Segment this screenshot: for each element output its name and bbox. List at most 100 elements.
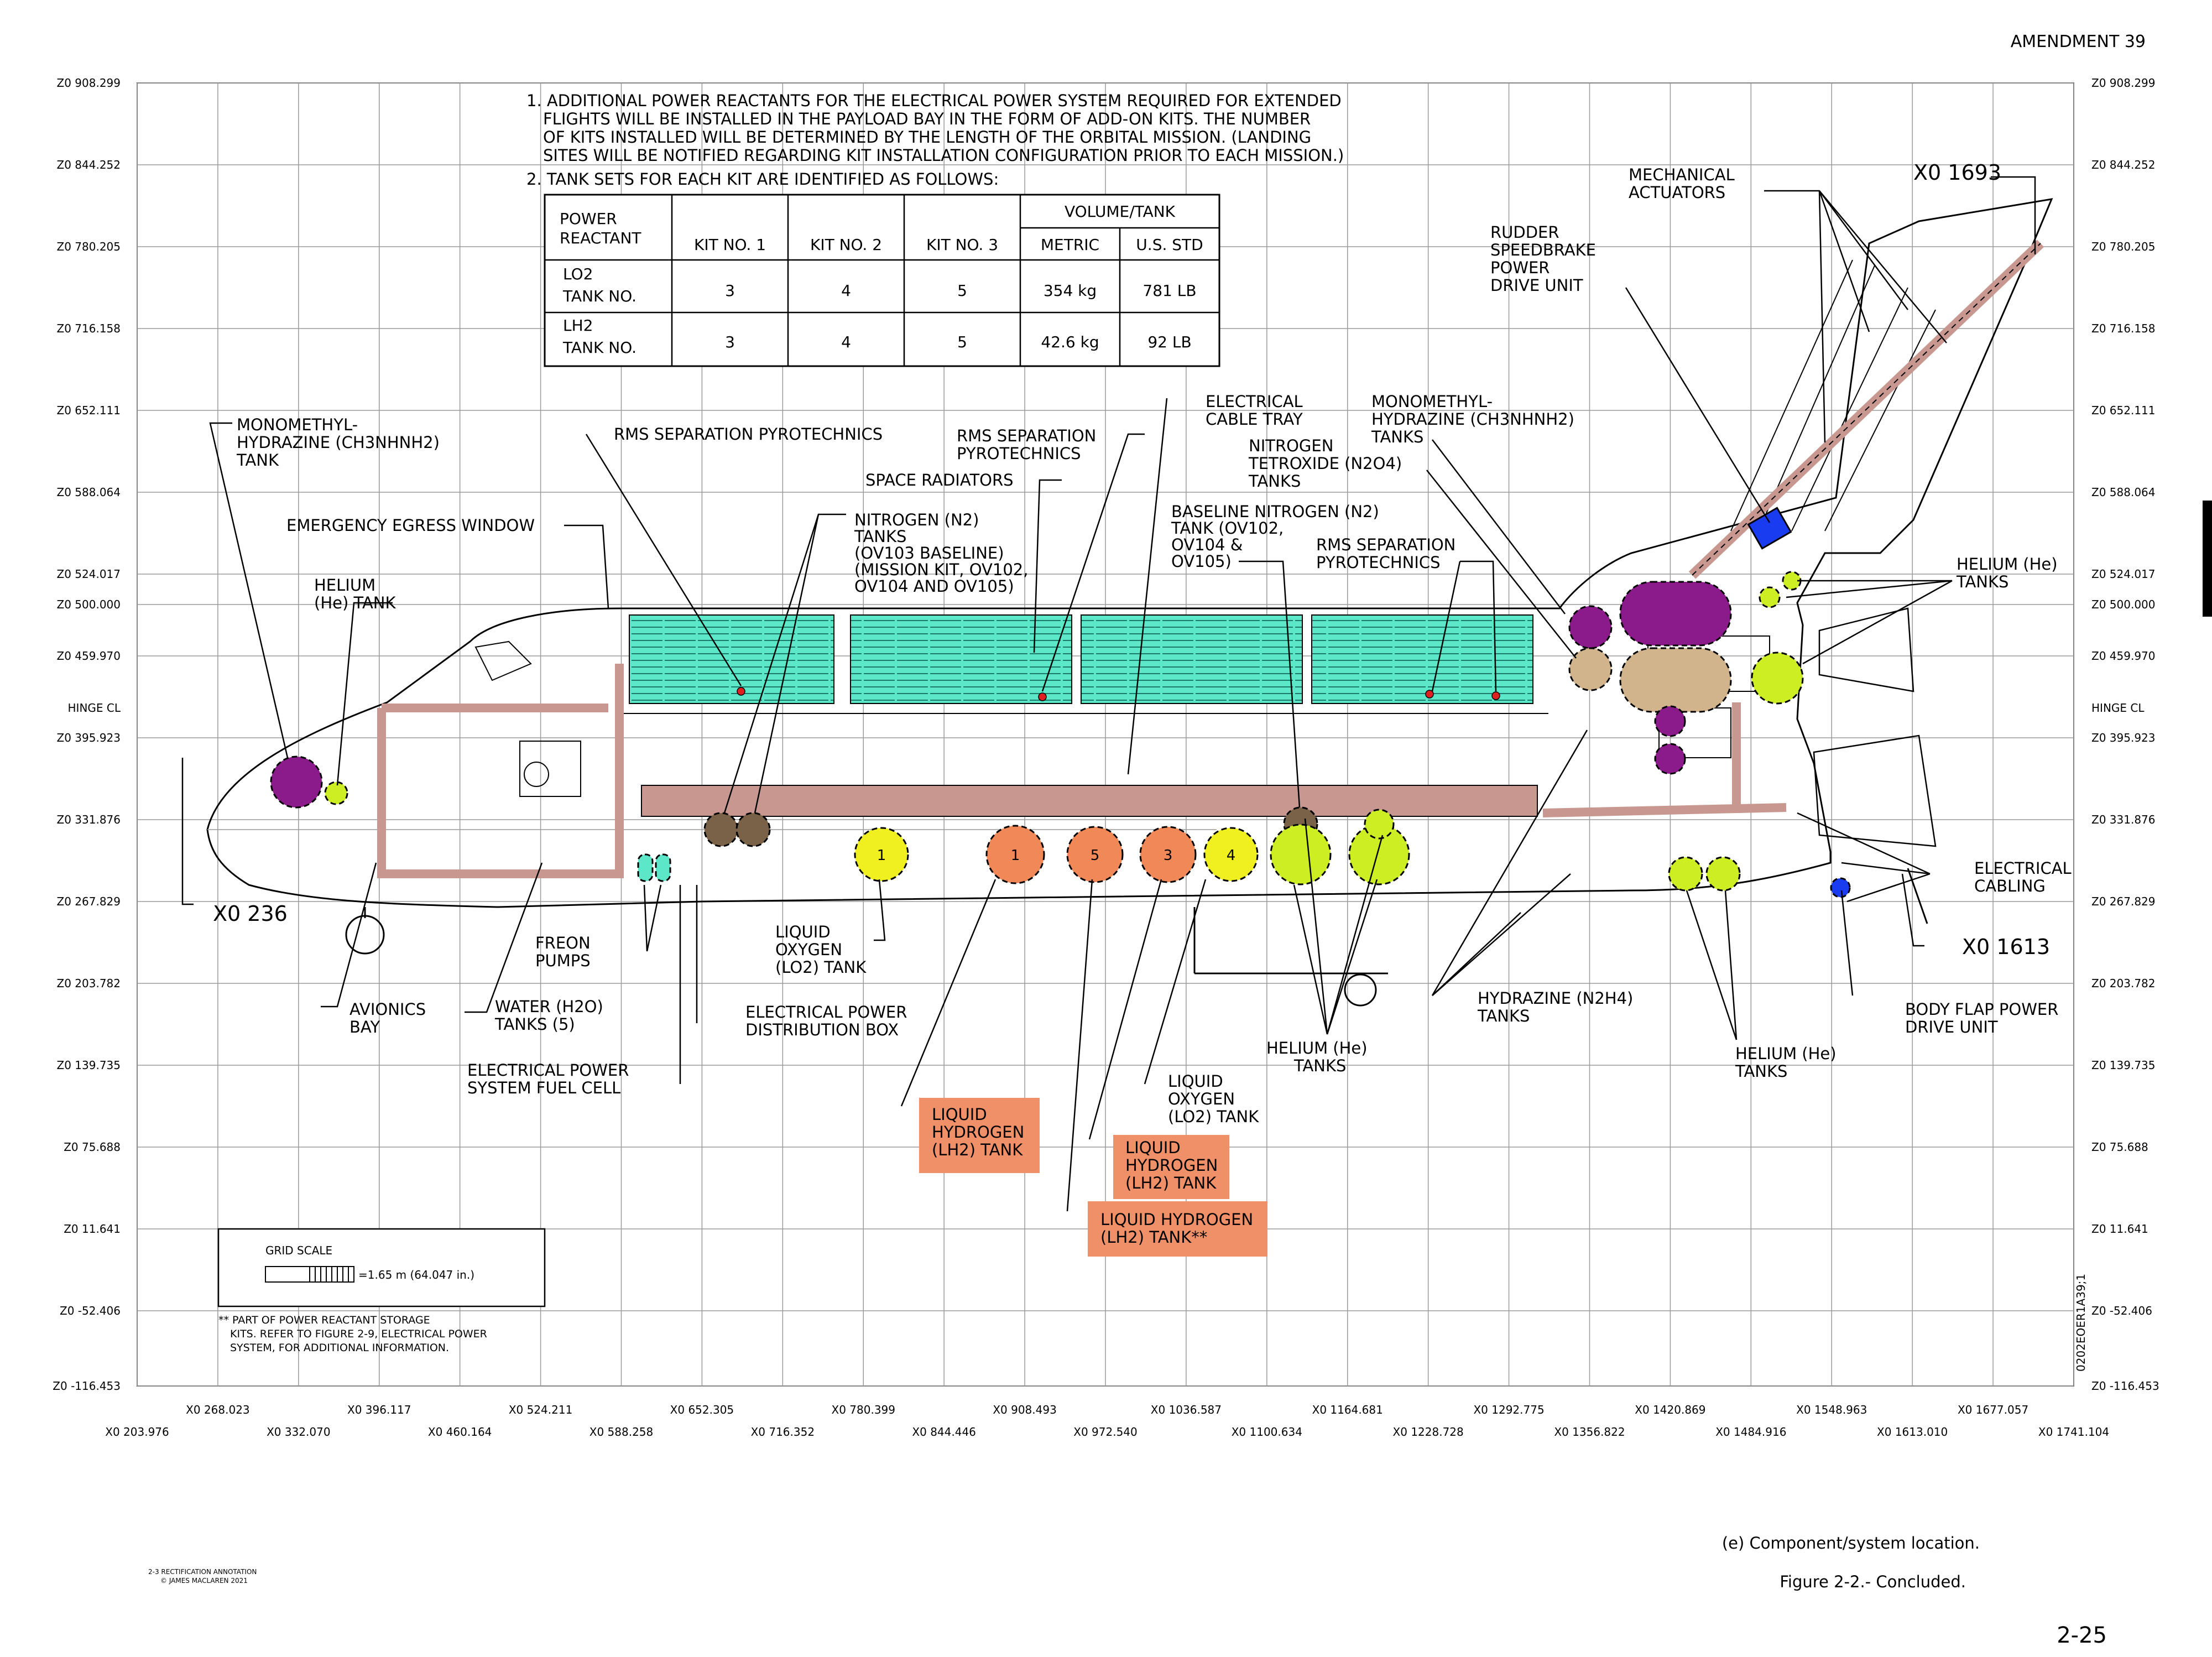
x-tick-label: X0 524.211	[509, 1403, 573, 1416]
label-space-radiators: SPACE RADIATORS	[865, 471, 1014, 489]
z-tick-label: Z0 395.923	[2091, 731, 2156, 744]
grid-scale-value: =1.65 m (64.047 in.)	[358, 1268, 474, 1281]
n2-tank-a	[703, 812, 739, 847]
note-line: 1. ADDITIONAL POWER REACTANTS FOR THE EL…	[526, 91, 1342, 110]
z-tick-label: Z0 500.000	[2091, 598, 2156, 611]
z-tick-label: Z0 267.829	[2091, 895, 2156, 908]
x-tick-label: X0 1741.104	[2038, 1425, 2109, 1439]
table-cell: 4	[841, 333, 851, 351]
z-tick-label: Z0 588.064	[57, 486, 121, 499]
z-tick-label: Z0 -52.406	[60, 1304, 121, 1317]
z-tick-label: Z0 75.688	[64, 1140, 121, 1154]
z-tick-label: Z0 11.641	[2091, 1222, 2148, 1236]
tank-number-label: 3	[1164, 847, 1173, 864]
note-line: OF KITS INSTALLED WILL BE DETERMINED BY …	[543, 128, 1311, 147]
z-tick-label: Z0 780.205	[2091, 240, 2156, 253]
table-header: KIT NO. 3	[926, 236, 998, 254]
lh2-tank-3	[1139, 826, 1197, 883]
label-n2-tanks: NITROGEN (N2)TANKS(OV103 BASELINE)(MISSI…	[854, 510, 1028, 596]
z-tick-label: Z0 524.017	[2091, 567, 2156, 581]
z-tick-label: Z0 -52.406	[2091, 1304, 2152, 1317]
label-helium-tanks-right: HELIUM (He)TANKS	[1956, 555, 2058, 591]
z-tick-label: Z0 908.299	[57, 76, 121, 90]
lh2-tank-1	[985, 825, 1045, 884]
z-tick-label: Z0 459.970	[2091, 649, 2156, 663]
x-tick-label: X0 1420.869	[1635, 1403, 1705, 1416]
x-tick-label: X0 908.493	[993, 1403, 1057, 1416]
z-tick-label: Z0 203.782	[2091, 977, 2156, 990]
helium-tank-small	[1759, 586, 1781, 608]
table-header: POWER	[560, 210, 617, 228]
x-tick-label: X0 1484.916	[1715, 1425, 1786, 1439]
label-mmh-tanks: MONOMETHYL-HYDRAZINE (CH3NHNH2)TANKS	[1371, 392, 1574, 446]
notes: 1. ADDITIONAL POWER REACTANTS FOR THE EL…	[526, 91, 1344, 189]
label-baseline-n2: BASELINE NITROGEN (N2)TANK (OV102,OV104 …	[1171, 502, 1379, 571]
label-water-tanks: WATER (H2O)TANKS (5)	[494, 997, 603, 1034]
mmh-tank-oms	[1619, 581, 1732, 647]
tank-number-label: 1	[1011, 847, 1020, 864]
z-tick-label: Z0 716.158	[2091, 322, 2156, 335]
table-cell: TANK NO.	[562, 287, 637, 305]
note-line: FLIGHTS WILL BE INSTALLED IN THE PAYLOAD…	[543, 110, 1311, 128]
helium-tank-oms	[1751, 652, 1804, 705]
z-tick-label: Z0 267.829	[57, 895, 121, 908]
table-cell: 42.6 kg	[1041, 333, 1099, 351]
x-tick-label: X0 203.976	[105, 1425, 169, 1439]
body-flap-pdu	[1830, 877, 1851, 898]
table-header: METRIC	[1041, 236, 1099, 254]
rudder-pdu	[1747, 507, 1792, 550]
helium-tank-top	[1364, 809, 1395, 840]
electrical-cable-tray	[377, 239, 2044, 878]
leader-lines	[181, 176, 2036, 1212]
helium-tank-large	[1348, 824, 1410, 885]
z-tick-label: HINGE CL	[2091, 701, 2145, 715]
footnote-line: SYSTEM, FOR ADDITIONAL INFORMATION.	[230, 1342, 449, 1354]
z-tick-label: Z0 331.876	[2091, 813, 2156, 826]
footnote-line: KITS. REFER TO FIGURE 2-9, ELECTRICAL PO…	[230, 1328, 487, 1340]
tank-number-label: 1	[877, 847, 886, 864]
table-cell: LO2	[563, 265, 593, 283]
z-tick-label: Z0 908.299	[2091, 76, 2156, 90]
table-header: U.S. STD	[1136, 236, 1203, 254]
page-number: 2-25	[2057, 1623, 2107, 1648]
table-cell: TANK NO.	[562, 338, 637, 357]
x-tick-label: X0 1292.775	[1473, 1403, 1544, 1416]
x-tick-label: X0 780.399	[832, 1403, 896, 1416]
label-helium-tanks-bottom: HELIUM (He)TANKS	[1735, 1044, 1837, 1081]
table-cell: 3	[725, 282, 735, 300]
vertical-id: 0202EOER1A39;1	[2074, 1274, 2088, 1372]
mmh-tank-aft	[1568, 605, 1613, 649]
z-tick-label: Z0 844.252	[57, 158, 121, 171]
tank-number-label: 4	[1227, 847, 1236, 864]
label-x1613: X0 1613	[1962, 935, 2050, 959]
x-tick-label: X0 588.258	[589, 1425, 654, 1439]
caption-sub: (e) Component/system location.	[1722, 1534, 1980, 1552]
rms-pyrotechnics	[737, 687, 1500, 701]
z-tick-label: Z0 11.641	[64, 1222, 121, 1236]
label-x236: X0 236	[213, 902, 288, 926]
z-tick-label: Z0 459.970	[57, 649, 121, 663]
footnote-line: ** PART OF POWER REACTANT STORAGE	[218, 1314, 430, 1326]
helium-tank-apu	[1705, 856, 1741, 892]
table-header: KIT NO. 2	[810, 236, 882, 254]
table-header: REACTANT	[560, 229, 641, 247]
z-tick-label: Z0 -116.453	[2091, 1379, 2159, 1393]
lh2-tank-5	[1066, 826, 1124, 883]
table-cell: 4	[841, 282, 851, 300]
table-cell: 92 LB	[1147, 333, 1191, 351]
water-tank	[655, 853, 671, 882]
